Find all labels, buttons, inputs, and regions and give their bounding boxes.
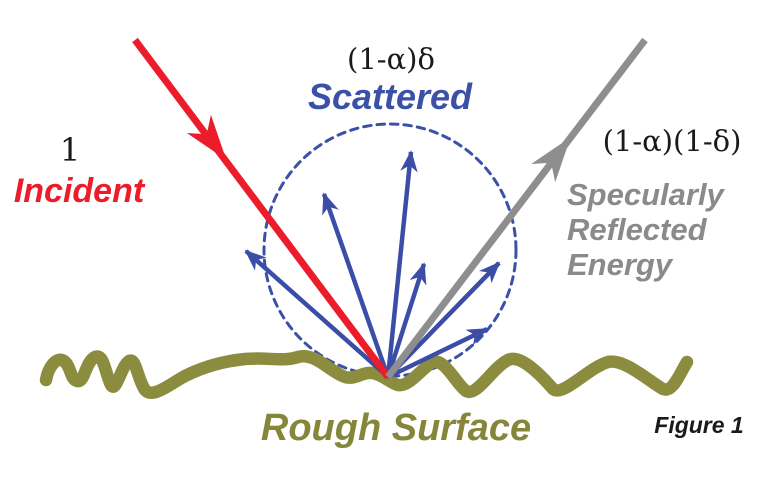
specular-label-line1: Specularly (567, 177, 724, 212)
scattered-ray-arrow (385, 150, 418, 378)
specular-label-line2: Reflected (567, 212, 707, 247)
specular-ray-line (385, 37, 648, 380)
scattered-ray-arrow (385, 262, 427, 378)
incident-label: Incident (13, 172, 145, 210)
scattered-ray-arrow (321, 192, 391, 378)
scattered-ray-arrows (244, 150, 501, 380)
incident-ray-head (186, 114, 227, 160)
specular-ray-head (531, 137, 571, 183)
rough-surface-line (39, 350, 694, 399)
rough-surface-label: Rough Surface (260, 407, 532, 449)
incident-ray-line (132, 37, 391, 380)
figure-caption: Figure 1 (654, 412, 744, 438)
specular-formula: (1-α)(1-δ) (602, 124, 742, 158)
specular-ray-arrow (385, 37, 648, 380)
scattered-label: Scattered (307, 76, 473, 117)
scattered-formula: (1-α)δ (347, 42, 435, 76)
incident-ray-arrow (132, 37, 391, 380)
specular-label-line3: Energy (567, 247, 673, 282)
scattered-ray-arrow (387, 326, 489, 380)
specular-label: Specularly Reflected Energy (567, 177, 757, 282)
scattered-ray-arrow (244, 249, 390, 379)
incident-coefficient: 1 (59, 131, 81, 169)
